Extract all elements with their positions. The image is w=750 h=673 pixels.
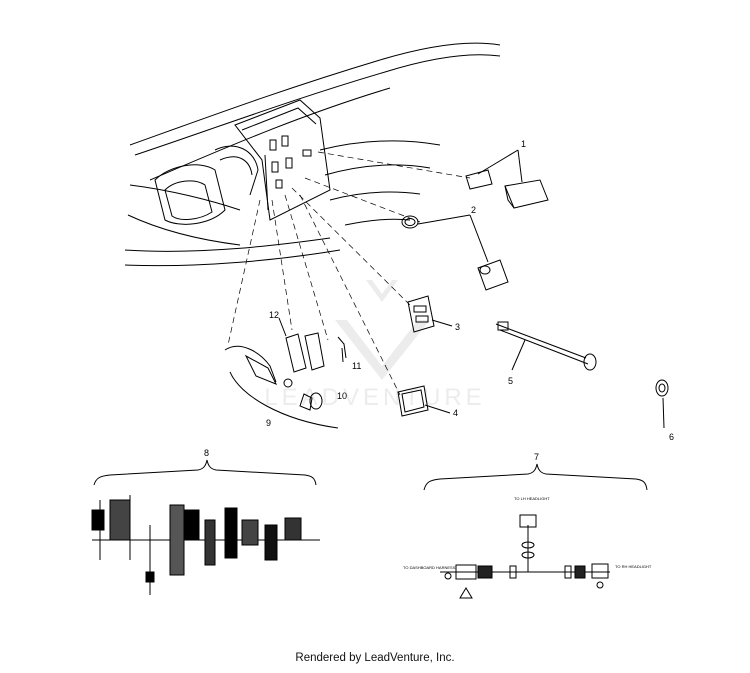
callout-6: 6 xyxy=(669,432,674,442)
part-6-grommet xyxy=(655,379,669,429)
callout-11: 11 xyxy=(352,361,361,371)
callout-3: 3 xyxy=(455,322,460,332)
part-2-socket xyxy=(401,214,509,291)
watermark-text: LEADVENTURE xyxy=(264,384,485,411)
footer-credit: Rendered by LeadVenture, Inc. xyxy=(295,652,455,664)
callout-9: 9 xyxy=(266,418,271,428)
callout-10: 10 xyxy=(337,391,347,401)
part-1-cover xyxy=(465,149,549,209)
callout-1: 1 xyxy=(521,139,526,149)
part-3-switch-panel xyxy=(407,295,453,333)
label-to-dashboard-harness: TO DASHBOARD HARNESS xyxy=(403,565,456,570)
callout-5: 5 xyxy=(508,376,513,386)
harness-7-schematic xyxy=(423,463,648,599)
label-to-lh-headlight: TO LH HEADLIGHT xyxy=(514,496,550,501)
harness-8-schematic xyxy=(91,459,320,595)
callout-12: 12 xyxy=(269,310,279,320)
part-4-gasket xyxy=(397,385,451,417)
hood-panel xyxy=(124,42,501,267)
label-to-rh-headlight: TO RH HEADLIGHT xyxy=(615,564,652,569)
callout-2: 2 xyxy=(471,205,476,215)
part-5-cable xyxy=(495,321,597,371)
leadventure-watermark: LEADVENTURE xyxy=(264,280,485,411)
leader-lines xyxy=(227,151,471,396)
parts-9-12-cluster xyxy=(224,317,347,429)
callout-8: 8 xyxy=(204,448,209,458)
callout-7: 7 xyxy=(534,452,539,462)
callout-4: 4 xyxy=(453,408,458,418)
